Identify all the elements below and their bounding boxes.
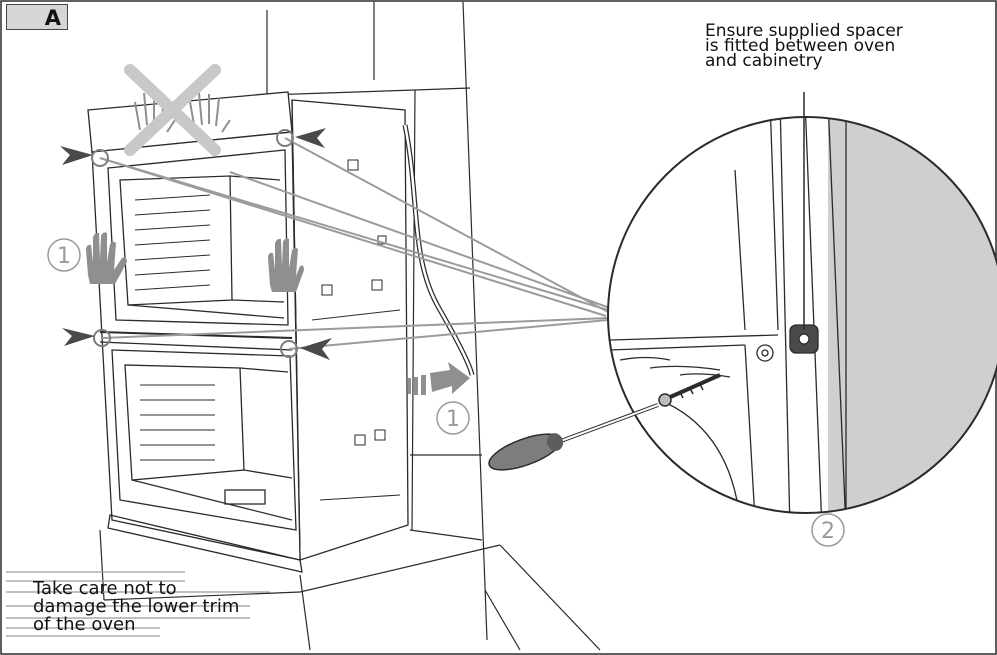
step-right-label: 1 bbox=[446, 407, 460, 432]
trim-leader-lines bbox=[6, 571, 270, 637]
hand-icon bbox=[86, 232, 127, 284]
spacer-strip bbox=[828, 117, 997, 513]
push-arrow-icon bbox=[408, 362, 470, 395]
step-left-label: 1 bbox=[57, 244, 71, 269]
step-markers: 1 1 2 bbox=[47, 238, 845, 547]
lower-trim-note: Take care not to damage the lower trim o… bbox=[33, 578, 240, 635]
pointer-arrows bbox=[60, 128, 332, 360]
cabinetry bbox=[99, 1, 601, 651]
step-zoom-label: 2 bbox=[821, 519, 835, 544]
callout-lines bbox=[99, 137, 611, 350]
hand-icon-right bbox=[268, 238, 304, 292]
panel-label: A bbox=[6, 4, 68, 30]
no-hands-icon bbox=[124, 64, 231, 156]
screw-icon bbox=[658, 373, 721, 407]
zoom-detail bbox=[607, 92, 997, 514]
fixing-points bbox=[91, 129, 298, 358]
spacer-note: Ensure supplied spacer is fitted between… bbox=[705, 21, 903, 71]
screwdriver-icon bbox=[488, 403, 659, 471]
